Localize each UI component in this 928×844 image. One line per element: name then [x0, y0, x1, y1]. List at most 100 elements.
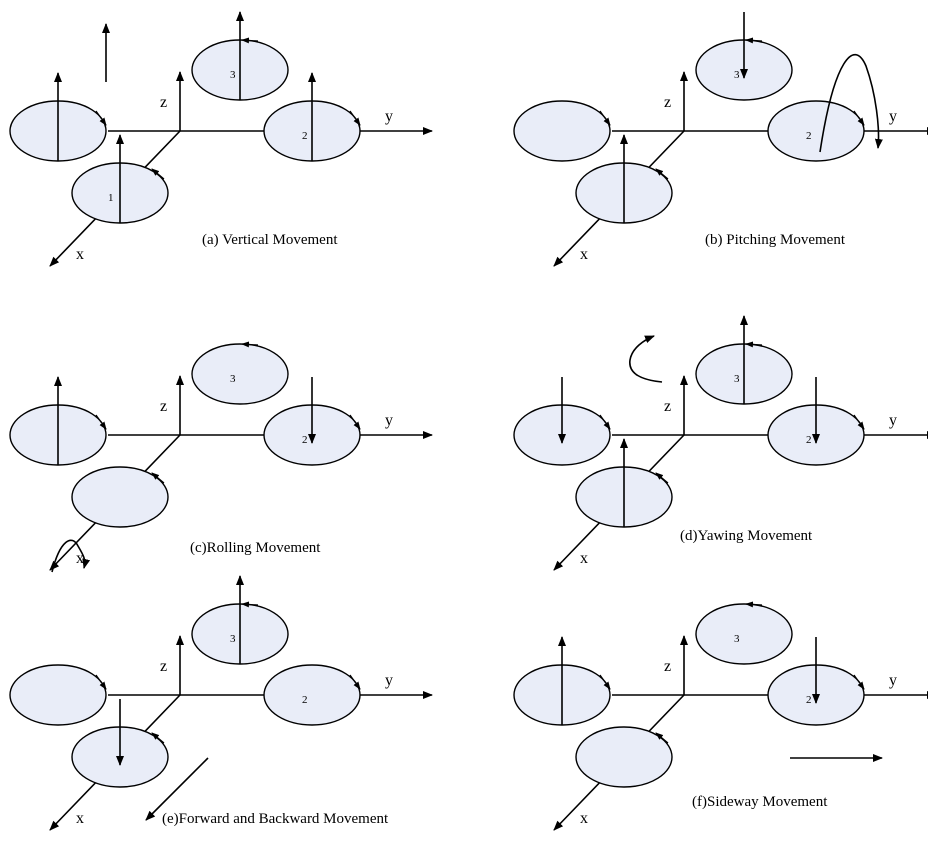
panel-d: y z x 2 3 (d)Yawing Movement — [513, 315, 928, 571]
rotor-disc — [9, 664, 107, 726]
rotor-back: 3 — [695, 601, 793, 665]
rotor-left — [9, 376, 107, 466]
pitch-rotation-arrow-icon — [819, 54, 883, 153]
forward-arrow-icon — [145, 757, 209, 821]
rotation-arrow-icon — [599, 674, 611, 690]
rotation-arrow-icon — [241, 341, 259, 348]
rotor-number: 2 — [302, 130, 308, 142]
rotation-arrow-icon — [151, 168, 165, 180]
z-axis-label: z — [664, 94, 671, 111]
z-axis-label: z — [664, 658, 671, 675]
rotor-number: 2 — [302, 694, 308, 706]
rotor-number: 2 — [806, 434, 812, 446]
rotation-arrow-icon — [599, 414, 611, 430]
panel-caption: (e)Forward and Backward Movement — [162, 811, 389, 827]
rotor-number: 3 — [230, 373, 236, 385]
rotor-left — [9, 72, 107, 162]
rotor-number: 3 — [734, 633, 740, 645]
y-axis-label: y — [385, 108, 393, 125]
rotor-disc — [263, 664, 361, 726]
x-axis-label: x — [580, 550, 588, 567]
rotation-arrow-icon — [745, 601, 763, 608]
rotor-left — [513, 377, 611, 466]
rotor-disc — [191, 343, 289, 405]
rotor-front — [71, 699, 169, 788]
rotor-back: 3 — [695, 315, 793, 405]
rotation-arrow-icon — [95, 110, 107, 126]
x-axis-label: x — [76, 810, 84, 827]
panel-caption: (d)Yawing Movement — [680, 528, 813, 544]
x-axis-label: x — [580, 246, 588, 263]
rotor-back: 3 — [191, 11, 289, 101]
rotation-arrow-icon — [151, 732, 165, 744]
rotor-number: 2 — [806, 130, 812, 142]
rotation-arrow-icon — [745, 341, 763, 348]
rotor-front — [575, 134, 673, 224]
z-axis-label: z — [160, 658, 167, 675]
rotation-arrow-icon — [95, 674, 107, 690]
rotor-disc — [71, 466, 169, 528]
rotor-number: 2 — [806, 694, 812, 706]
rotation-arrow-icon — [349, 110, 361, 126]
rotor-left — [9, 664, 107, 726]
rotor-front — [71, 466, 169, 528]
z-axis-label: z — [160, 398, 167, 415]
rotor-disc — [575, 726, 673, 788]
rotor-left — [513, 100, 611, 162]
rotor-back: 3 — [191, 341, 289, 405]
rotor-right: 2 — [263, 664, 361, 726]
rotor-left — [513, 636, 611, 726]
rotor-right: 2 — [767, 377, 865, 466]
panel-caption: (c)Rolling Movement — [190, 540, 321, 556]
y-axis-label: y — [889, 412, 897, 429]
rotor-number: 3 — [230, 69, 236, 81]
panel-caption: (b) Pitching Movement — [705, 232, 846, 248]
z-axis-label: z — [664, 398, 671, 415]
rotation-arrow-icon — [655, 732, 669, 744]
panel-c: y z x 2 3 (c)Rolling Movement — [9, 341, 433, 573]
rotation-arrow-icon — [349, 414, 361, 430]
panel-b: y z x 2 3 (b) Pitching Movement — [513, 12, 928, 267]
yaw-rotation-arrow-icon — [629, 335, 663, 383]
rotation-arrow-icon — [853, 674, 865, 690]
panel-a: y z x 1 2 3 (a) Vertical Movement — [9, 11, 433, 267]
rotor-back: 3 — [191, 575, 289, 665]
y-axis-label: y — [385, 672, 393, 689]
rotation-arrow-icon — [95, 414, 107, 430]
panel-caption: (f)Sideway Movement — [692, 794, 828, 810]
rotation-arrow-icon — [853, 110, 865, 126]
rotor-number: 3 — [734, 373, 740, 385]
rotor-number: 1 — [108, 192, 114, 204]
rotor-disc — [513, 100, 611, 162]
x-axis-label: x — [580, 810, 588, 827]
rotor-front: 1 — [71, 134, 169, 224]
rotor-number: 3 — [734, 69, 740, 81]
rotation-arrow-icon — [655, 168, 669, 180]
rotor-right: 2 — [767, 100, 865, 162]
roll-rotation-arrow-icon — [51, 539, 91, 573]
rotor-right: 2 — [263, 72, 361, 162]
rotation-arrow-icon — [241, 37, 259, 44]
y-axis-label: y — [385, 412, 393, 429]
rotation-arrow-icon — [349, 674, 361, 690]
x-axis-label: x — [76, 550, 84, 567]
rotor-disc — [695, 603, 793, 665]
rotor-front — [575, 438, 673, 528]
rotor-right: 2 — [767, 637, 865, 726]
rotor-front — [575, 726, 673, 788]
rotation-arrow-icon — [241, 601, 259, 608]
panel-e: y z x 2 3 (e)Forward and Backward Movement — [9, 575, 433, 831]
panel-caption: (a) Vertical Movement — [202, 232, 338, 248]
rotor-back: 3 — [695, 12, 793, 101]
y-axis-label: y — [889, 108, 897, 125]
rotation-arrow-icon — [853, 414, 865, 430]
rotation-arrow-icon — [599, 110, 611, 126]
rotor-number: 2 — [302, 434, 308, 446]
rotor-number: 3 — [230, 633, 236, 645]
rotor-disc — [767, 100, 865, 162]
x-axis-label: x — [76, 246, 84, 263]
y-axis-label: y — [889, 672, 897, 689]
rotation-arrow-icon — [151, 472, 165, 484]
z-axis-label: z — [160, 94, 167, 111]
